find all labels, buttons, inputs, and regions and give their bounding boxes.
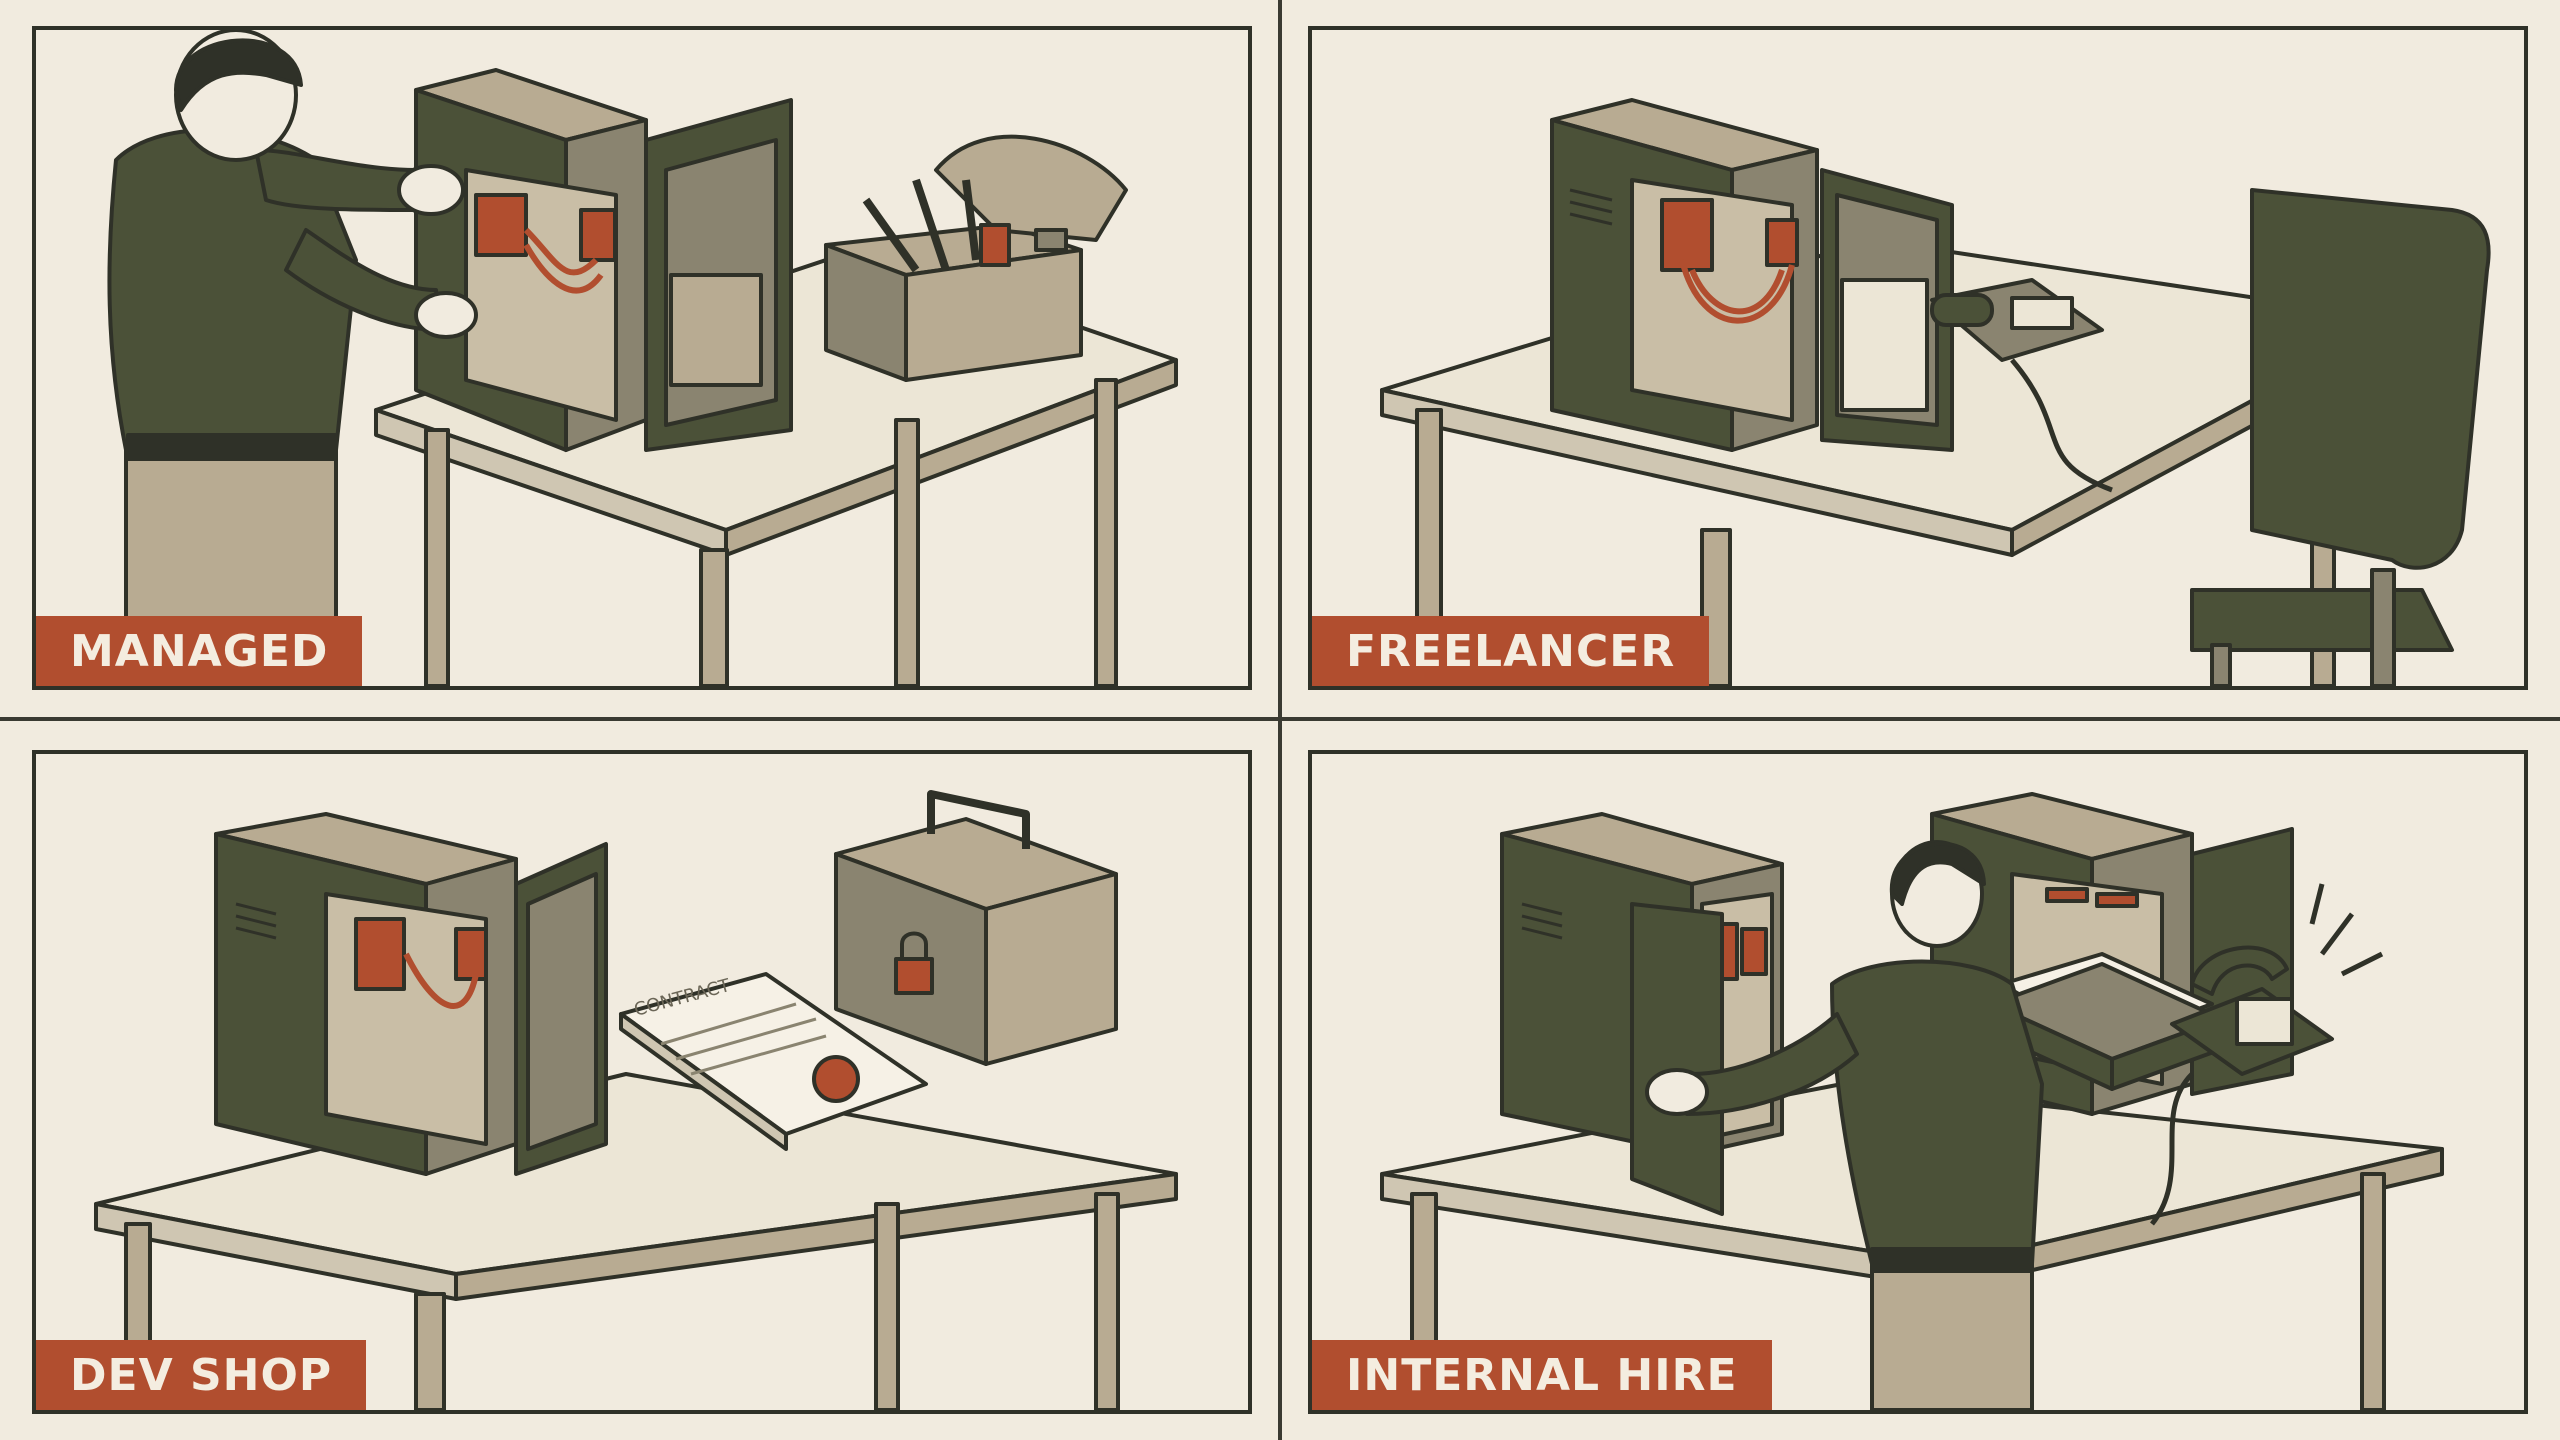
panel-internal-hire: INTERNAL HIRE (1308, 750, 2528, 1414)
server-cabinet (414, 68, 793, 452)
toolbox (824, 134, 1128, 382)
panel-label-internal-hire: INTERNAL HIRE (1312, 1340, 1772, 1410)
panel-label-managed: MANAGED (36, 616, 363, 686)
office-chair (2190, 188, 2491, 686)
managed-illustration (107, 30, 1178, 686)
panel-label-freelancer: FREELANCER (1312, 616, 1710, 686)
panel-managed: MANAGED (32, 26, 1252, 690)
panel-freelancer: FREELANCER (1308, 26, 2528, 690)
dev-shop-illustration: CONTRACT (94, 790, 1178, 1410)
ringing-phone (2150, 883, 2384, 1226)
panel-label-dev-shop: DEV SHOP (36, 1340, 367, 1410)
panel-dev-shop: CONTRACT DEV SHOP (32, 750, 1252, 1414)
employee (1645, 840, 2044, 1410)
contract-document: CONTRACT (619, 972, 928, 1151)
horizontal-divider (0, 717, 2560, 721)
internal-hire-illustration (1380, 792, 2444, 1410)
server-cabinet (214, 812, 608, 1176)
locked-toolbox (834, 790, 1118, 1066)
server-cabinet (1550, 98, 1954, 452)
desk-phone (1930, 278, 2113, 493)
freelancer-illustration (1380, 98, 2491, 686)
